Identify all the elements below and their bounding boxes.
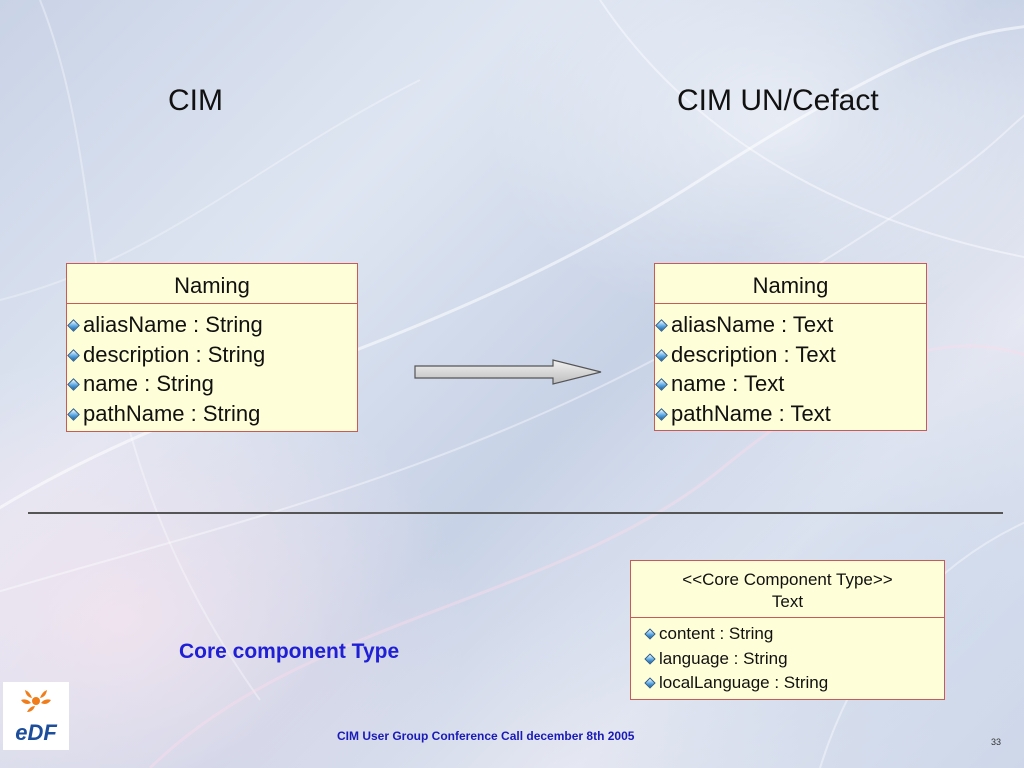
diamond-attribute-icon <box>67 319 80 332</box>
diamond-attribute-icon <box>644 652 656 665</box>
heading-cim-uncefact: CIM UN/Cefact <box>677 84 879 117</box>
class-attribute: aliasName : String <box>67 310 357 340</box>
edf-logo: eDF <box>3 682 69 750</box>
page-number: 33 <box>991 737 1002 747</box>
class-attribute: name : String <box>67 369 357 399</box>
core-component-type-label: Core component Type <box>179 640 400 663</box>
class-attribute: name : Text <box>655 369 926 399</box>
heading-cim: CIM <box>168 84 223 117</box>
diamond-attribute-icon <box>644 628 656 640</box>
edf-logo-icon: eDF <box>15 690 57 745</box>
diamond-attribute-icon <box>67 407 80 421</box>
diamond-attribute-icon <box>655 348 668 362</box>
divider-line <box>28 512 1003 514</box>
class-title: <<Core Component Type>> Text <box>631 561 944 618</box>
right-arrow-icon <box>414 359 602 385</box>
class-attribute: pathName : Text <box>655 399 926 429</box>
class-attribute: description : String <box>67 340 357 370</box>
svg-text:eDF: eDF <box>15 720 57 745</box>
class-attribute: language : String <box>644 647 944 672</box>
diamond-attribute-icon <box>67 348 80 362</box>
class-attribute: content : String <box>644 622 944 647</box>
class-attribute: localLanguage : String <box>644 671 944 696</box>
diamond-attribute-icon <box>655 407 668 421</box>
diamond-attribute-icon <box>67 378 80 391</box>
class-stereotype: <<Core Component Type>> <box>682 570 893 589</box>
footer-text: CIM User Group Conference Call december … <box>337 729 635 743</box>
class-title: Naming <box>67 264 357 304</box>
class-attribute: pathName : String <box>67 399 357 429</box>
diamond-attribute-icon <box>655 378 668 391</box>
class-title: Naming <box>655 264 926 304</box>
class-attribute: description : Text <box>655 340 926 370</box>
class-box-core-component-text: <<Core Component Type>> Text content : S… <box>630 560 945 700</box>
diamond-attribute-icon <box>644 677 656 689</box>
class-box-uncefact-naming: Naming aliasName : Text description : Te… <box>654 263 927 431</box>
class-box-cim-naming: Naming aliasName : String description : … <box>66 263 358 432</box>
class-attribute: aliasName : Text <box>655 310 926 340</box>
diamond-attribute-icon <box>655 319 668 332</box>
class-name: Text <box>771 592 804 611</box>
